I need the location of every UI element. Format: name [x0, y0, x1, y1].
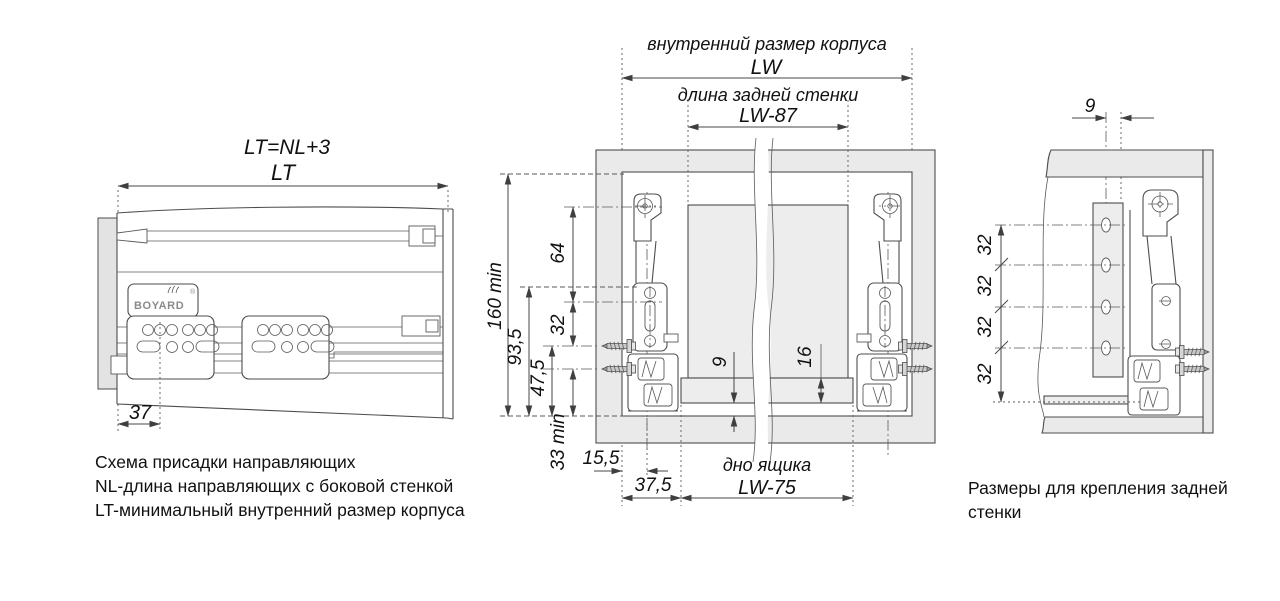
right-view-back-wall-mounting: 9 — [968, 96, 1228, 522]
cabinet-top-panel — [1045, 149, 1204, 178]
dim-32-chain-2: 32 — [975, 275, 996, 297]
dim-32-label: 32 — [548, 314, 569, 336]
dim-32-chain-4: 32 — [975, 363, 996, 385]
dim-37-5-label: 37,5 — [635, 475, 672, 496]
dim-32-chain-3: 32 — [975, 316, 996, 338]
back-wall-title: длина задней стенки — [678, 85, 859, 105]
dim-37-label: 37 — [129, 402, 152, 424]
left-view-slide-scheme: LT=NL+3 LT — [95, 136, 465, 520]
dim-33min-label: 33 min — [548, 413, 569, 470]
right-caption-line-2: стенки — [968, 502, 1021, 522]
dim-47-5-label: 47,5 — [528, 359, 549, 396]
middle-view-cabinet-section: внутренний размер корпуса LW длина задне… — [485, 34, 936, 506]
dim-15-5-label: 15,5 — [583, 448, 620, 469]
left-caption-line-1: Схема присадки направляющих — [95, 452, 356, 472]
dim-160min-label: 160 min — [485, 262, 506, 330]
dim-9-label: 9 — [710, 356, 731, 367]
break-lines — [751, 137, 775, 463]
left-caption-line-3: LT-минимальный внутренний размер корпуса — [95, 500, 465, 520]
break-curve — [1037, 176, 1049, 418]
dim-lw75-label: LW-75 — [738, 477, 797, 499]
boyard-logo: BOYARD ® — [127, 283, 199, 318]
left-caption-line-2: NL-длина направляющих с боковой стенкой — [95, 476, 453, 496]
inner-width-title: внутренний размер корпуса — [647, 34, 887, 54]
cabinet-bottom-panel — [1041, 416, 1204, 434]
drawer-bottom-label: дно ящика — [723, 455, 811, 475]
right-caption: Размеры для крепления задней стенки — [968, 478, 1228, 522]
left-caption: Схема присадки направляющих NL-длина нап… — [95, 452, 465, 520]
chain-32-dimension: 32 32 32 32 — [975, 224, 1142, 403]
dim-32-chain-1: 32 — [975, 234, 996, 256]
cabinet-right-wall — [1202, 149, 1214, 434]
lw-label: LW — [751, 56, 784, 79]
dim-64-label: 64 — [548, 242, 569, 263]
mounting-bracket-2 — [241, 315, 335, 380]
mounting-bracket-1 — [126, 315, 220, 380]
dim-9-right-label: 9 — [1085, 96, 1096, 117]
dim-93-5-label: 93,5 — [505, 328, 526, 365]
right-caption-line-1: Размеры для крепления задней — [968, 478, 1228, 498]
mounting-holes — [1101, 217, 1111, 356]
dim-16-label: 16 — [795, 346, 816, 368]
boyard-logo-text: BOYARD — [134, 300, 184, 312]
side-profile-section — [1127, 189, 1181, 416]
formula-label: LT=NL+3 — [244, 136, 330, 159]
lw87-label: LW-87 — [739, 105, 798, 127]
registered-mark: ® — [190, 288, 196, 296]
lt-dimension-label: LT — [271, 160, 297, 185]
